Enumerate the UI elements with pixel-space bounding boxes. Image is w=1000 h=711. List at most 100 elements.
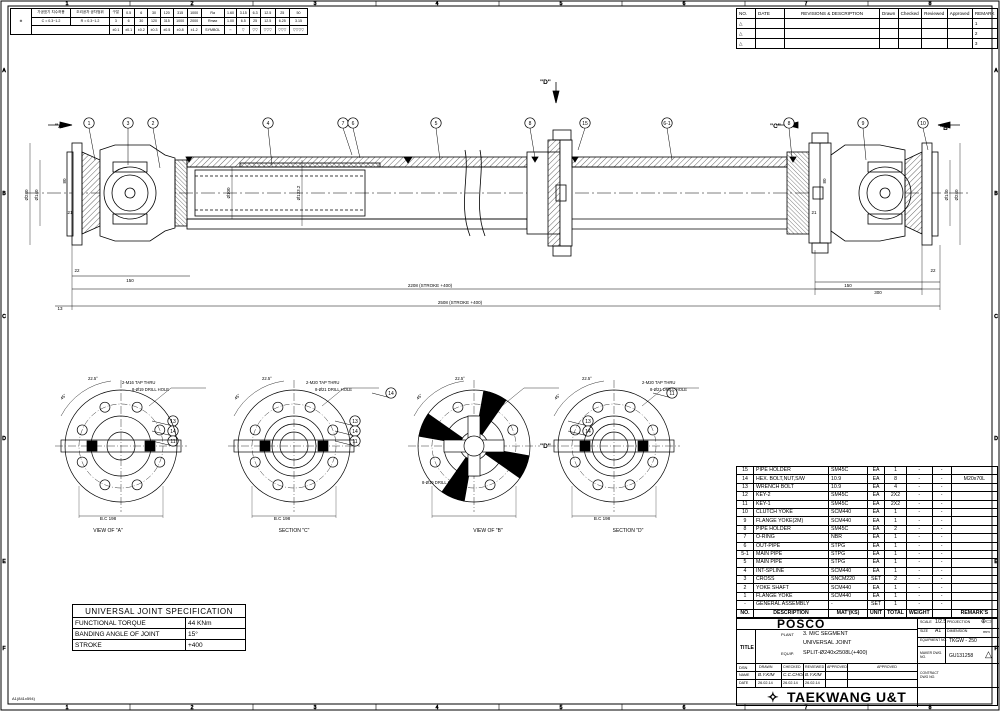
bom-cell: 4 bbox=[736, 566, 754, 577]
bom-cell: - bbox=[931, 465, 952, 476]
grid-column-label: 1 bbox=[66, 705, 69, 711]
bolt-hole bbox=[429, 456, 441, 468]
leader-line bbox=[352, 127, 361, 159]
bom-cell: - bbox=[905, 474, 933, 484]
rmax-value: 1.00 bbox=[223, 16, 238, 26]
caption-section-c: SECTION "C" bbox=[279, 528, 310, 534]
spec-value: +400 bbox=[185, 639, 246, 651]
bom-cell: STPG bbox=[828, 541, 868, 551]
bom-cell: 10 bbox=[736, 507, 754, 518]
checked-label: CHECKED bbox=[783, 665, 801, 669]
bom-cell: HEX. BOLT,NUT,S/W bbox=[753, 474, 829, 484]
bom-cell: - bbox=[931, 591, 952, 602]
balloon-number: 9 bbox=[862, 121, 865, 127]
bom-cell bbox=[950, 516, 999, 526]
bom-cell bbox=[950, 482, 999, 493]
rmax-label: Rmax bbox=[200, 16, 225, 26]
grid-column-label: 2 bbox=[191, 1, 194, 7]
spec-value: 44 KNm bbox=[185, 617, 246, 629]
bolt-hole bbox=[484, 479, 496, 491]
angle45-section-d: 45° bbox=[553, 392, 561, 400]
angle45-view-b: 45° bbox=[415, 392, 423, 400]
bom-cell: SET bbox=[866, 575, 886, 585]
rev-marker: 3 bbox=[971, 38, 999, 49]
balloon-circle bbox=[147, 117, 159, 129]
view-d-label: "D" bbox=[540, 79, 551, 86]
grid-row-label: A bbox=[2, 68, 6, 74]
bom-cell: STPG bbox=[828, 549, 868, 560]
tolerance-note: R = 0.3~1.2 bbox=[70, 16, 110, 26]
tolerance-label-a: 가공표기 치수허용 bbox=[31, 8, 71, 18]
bolt-hole bbox=[99, 401, 111, 413]
bom-cell bbox=[950, 533, 999, 543]
tol-cell: 6 bbox=[121, 16, 136, 26]
balloon-number: 10 bbox=[920, 121, 926, 127]
projection-label: PROJECTION bbox=[947, 620, 971, 624]
bom-cell: - bbox=[931, 507, 952, 518]
center-bolt-top bbox=[552, 129, 572, 141]
cross-arm bbox=[441, 457, 472, 502]
scale-label: SCALE bbox=[920, 620, 932, 624]
dimension-value: mm bbox=[983, 629, 990, 634]
dimension-dia140-left: Ø140 bbox=[34, 189, 39, 201]
roughness-symbol-icon: ▽▽▽ bbox=[260, 25, 276, 35]
bom-cell: EA bbox=[866, 465, 886, 476]
bom-cell: 2X2 bbox=[884, 491, 907, 501]
drawn-label: DRAWN bbox=[759, 665, 773, 669]
bolt-circle-d: B.C 198 bbox=[594, 516, 611, 521]
bom-cell: GENERAL ASSEMBLY bbox=[753, 600, 829, 610]
dimension-150-left: 150 bbox=[126, 278, 134, 283]
balloon-number: 5 bbox=[435, 121, 438, 127]
leader-line bbox=[267, 127, 273, 166]
rev-header: Drawn bbox=[879, 8, 899, 19]
dimension-dia240-right: Ø240 bbox=[954, 189, 959, 201]
bolt-circle-a: B.C 198 bbox=[100, 516, 117, 521]
bom-cell: - bbox=[931, 549, 952, 560]
title-label: TITLE bbox=[740, 645, 754, 651]
bom-cell: SCM440 bbox=[828, 566, 868, 577]
yoke-shaft-section bbox=[174, 159, 188, 227]
out-pipe-wall-top bbox=[571, 156, 788, 168]
leader-line bbox=[788, 127, 793, 159]
rev-header: DATE bbox=[755, 8, 785, 19]
bom-cell: - bbox=[931, 600, 952, 610]
bom-cell: EA bbox=[866, 482, 886, 493]
section-c-flange bbox=[228, 380, 379, 518]
dimension-80-right: 80 bbox=[822, 178, 827, 184]
roughness-symbol-icon: ∼ bbox=[223, 25, 238, 35]
grid-column-label: 7 bbox=[805, 705, 808, 711]
date-label: DATE bbox=[739, 681, 749, 685]
bom-cell: CROSS bbox=[753, 575, 829, 585]
left-yoke bbox=[99, 144, 176, 242]
bom-cell: EA bbox=[866, 566, 886, 577]
grid-column-label: 8 bbox=[929, 1, 932, 7]
leader-line bbox=[862, 127, 867, 161]
grid-column-label: 8 bbox=[929, 705, 932, 711]
bolt-hole bbox=[327, 424, 339, 436]
bom-cell: SCM440 bbox=[828, 583, 868, 593]
dimension-dia240-left: Ø240 bbox=[24, 189, 29, 201]
bom-cell: 3 bbox=[736, 575, 754, 585]
grid-row-label: B bbox=[2, 191, 6, 197]
grid-column-label: 5 bbox=[560, 1, 563, 7]
bom-cell: 4 bbox=[884, 482, 907, 493]
bom-cell: EA bbox=[866, 499, 886, 509]
angle45-view-a: 45° bbox=[59, 392, 67, 400]
bom-cell: M20x70L bbox=[950, 474, 999, 484]
bolt-hole bbox=[249, 456, 261, 468]
bom-cell: KEY-2 bbox=[753, 491, 829, 501]
bom-cell: SM45C bbox=[828, 491, 868, 501]
balloon-circle bbox=[347, 117, 359, 129]
leader-line bbox=[435, 127, 441, 161]
drawn-by: B.Y.KIM bbox=[758, 672, 775, 677]
bolt-circle-c: B.C 198 bbox=[274, 516, 291, 521]
bom-cell: 1 bbox=[884, 533, 907, 543]
bom-cell: 5-1 bbox=[736, 549, 754, 560]
balloon-number: 14 bbox=[352, 429, 358, 435]
balloon-number: 14 bbox=[388, 391, 394, 397]
